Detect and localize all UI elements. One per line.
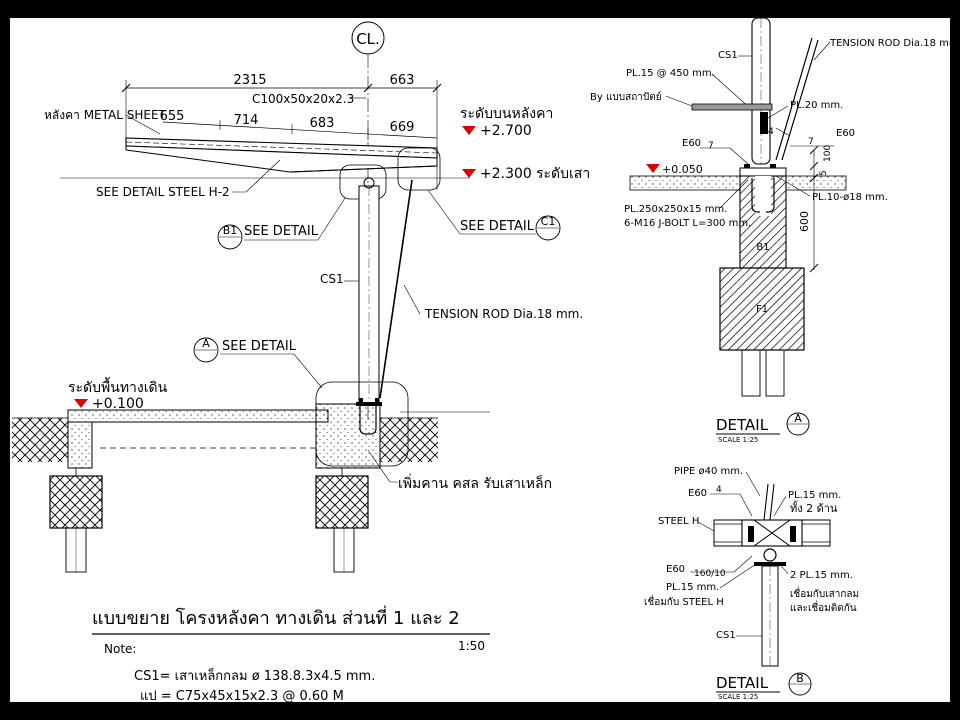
detail-b-weld-4: 4 bbox=[716, 485, 722, 495]
dim-663: 663 bbox=[390, 73, 415, 88]
detail-a-scale: SCALE 1:25 bbox=[718, 436, 758, 444]
detail-a-dim-5: 5 bbox=[819, 170, 829, 176]
detail-a-tag: A bbox=[202, 337, 210, 350]
detail-b-steel-h: STEEL H bbox=[658, 516, 699, 527]
column-level-value: +2.300 bbox=[480, 166, 532, 182]
cs1-label: CS1 bbox=[320, 272, 344, 286]
detail-a-j-bolt: 6-M16 J-BOLT L=300 mm. bbox=[624, 218, 751, 229]
detail-b-e60-bottom: E60 bbox=[666, 564, 685, 575]
detail-b-pipe: PIPE ø40 mm. bbox=[674, 466, 743, 477]
detail-c1-callout: SEE DETAIL C1 bbox=[427, 189, 561, 241]
roof-structure bbox=[60, 137, 470, 190]
detail-a-text: SEE DETAIL bbox=[222, 339, 297, 354]
detail-a-e60-left: E60 bbox=[682, 138, 701, 149]
slope-dimensions: 655 714 683 669 bbox=[160, 109, 438, 140]
detail-a-bubble bbox=[315, 381, 409, 467]
drawing-sheet: CL. 2315 663 C100x50x20x2.3 655 714 683 bbox=[10, 18, 950, 702]
level-triangle bbox=[74, 399, 88, 408]
detail-a-tension-rod: TENSION ROD Dia.18 mm. bbox=[829, 38, 950, 49]
column-cs1 bbox=[358, 177, 380, 405]
detail-b-weld-16010: 160/10 bbox=[694, 569, 726, 579]
centerline-label: CL. bbox=[356, 30, 380, 48]
note-cs1: CS1= เสาเหล็กกลม ø 138.8.3x4.5 mm. bbox=[134, 666, 375, 684]
detail-a: CS1 TENSION ROD Dia.18 mm. PL.15 @ 450 m… bbox=[590, 18, 950, 444]
roof-level-marker: ระดับบนหลังคา +2.700 bbox=[460, 106, 553, 139]
column-level-marker: +2.300 ระดับเสา bbox=[462, 166, 590, 182]
detail-a-weld-7b: 7 bbox=[808, 137, 814, 147]
walkway-level-label: ระดับพื้นทางเดิน bbox=[68, 377, 168, 396]
dim-669: 669 bbox=[390, 120, 415, 135]
detail-a-callout: A SEE DETAIL bbox=[193, 337, 323, 389]
structural-drawing: CL. 2315 663 C100x50x20x2.3 655 714 683 bbox=[12, 18, 950, 702]
detail-b-two-pl15: 2 PL.15 mm. bbox=[790, 570, 853, 581]
detail-b1-text: SEE DETAIL bbox=[244, 224, 319, 239]
detail-b1-tag: B1 bbox=[223, 224, 238, 237]
detail-b: PIPE ø40 mm. E60 4 PL.15 mm. ทั้ง 2 ด้าน… bbox=[644, 466, 859, 701]
steel-h-note: SEE DETAIL STEEL H-2 bbox=[96, 185, 230, 199]
detail-a-title: DETAIL bbox=[716, 416, 769, 434]
tension-rod-label: TENSION ROD Dia.18 mm. bbox=[424, 307, 583, 321]
detail-b-tag: B bbox=[796, 672, 804, 685]
detail-b-weld-round-1: เชื่อมกับเสากลม bbox=[790, 586, 859, 600]
purlin-label: C100x50x20x2.3 bbox=[252, 92, 354, 106]
detail-b-cs1: CS1 bbox=[716, 630, 736, 641]
level-triangle bbox=[462, 126, 476, 135]
detail-b-scale: SCALE 1:25 bbox=[718, 693, 758, 701]
main-section: CL. 2315 663 C100x50x20x2.3 655 714 683 bbox=[12, 21, 590, 702]
detail-a-f1: F1 bbox=[756, 304, 768, 315]
level-triangle bbox=[462, 169, 476, 178]
detail-a-cs1: CS1 bbox=[718, 50, 738, 61]
detail-c1-text: SEE DETAIL bbox=[460, 219, 535, 234]
detail-a-b1: B1 bbox=[756, 242, 769, 253]
detail-a-dim-600: 600 bbox=[798, 211, 811, 232]
foundation-section bbox=[12, 381, 490, 573]
detail-a-tag: A bbox=[794, 412, 802, 425]
column-level-label: ระดับเสา bbox=[536, 166, 590, 182]
walkway-level-value: +0.100 bbox=[92, 396, 144, 412]
note-label: Note: bbox=[104, 642, 136, 656]
detail-b-weld-round-2: และเชื่อมติดกัน bbox=[790, 600, 857, 614]
detail-b-pl15-bottom: PL.15 mm. bbox=[666, 582, 719, 593]
detail-a-level: +0.050 bbox=[662, 163, 703, 176]
tension-rod bbox=[379, 179, 413, 399]
new-beam-note: เพิ่มคาน คสล รับเสาเหล็ก bbox=[398, 474, 552, 492]
dim-714: 714 bbox=[234, 113, 259, 128]
detail-b-weld-to-h: เชื่อมกับ STEEL H bbox=[644, 594, 724, 608]
roof-level-label: ระดับบนหลังคา bbox=[460, 106, 553, 122]
main-title: แบบขยาย โครงหลังคา ทางเดิน ส่วนที่ 1 และ… bbox=[92, 605, 460, 629]
detail-c1-bubble bbox=[397, 147, 441, 191]
detail-b-both-sides: ทั้ง 2 ด้าน bbox=[790, 500, 838, 515]
detail-a-e60-right: E60 bbox=[836, 128, 855, 139]
detail-a-pl20: PL.20 mm. bbox=[790, 100, 843, 111]
detail-a-weld-4: 4 bbox=[768, 127, 774, 137]
detail-b-pl15-top: PL.15 mm. bbox=[788, 490, 841, 501]
main-scale: 1:50 bbox=[458, 639, 485, 653]
detail-a-by-arch: By แบบสถาปัตย์ bbox=[590, 91, 662, 103]
detail-c1-tag: C1 bbox=[541, 215, 556, 228]
level-triangle bbox=[646, 164, 660, 173]
note-purlin: แป = C75x45x15x2.3 @ 0.60 M bbox=[140, 689, 344, 702]
detail-b1-callout: B1 SEE DETAIL bbox=[217, 197, 346, 250]
detail-a-dim-100: 100 bbox=[823, 145, 833, 162]
roof-sheet-label: หลังคา METAL SHEET bbox=[44, 108, 167, 122]
roof-level-value: +2.700 bbox=[480, 123, 532, 139]
detail-b-e60-top: E60 bbox=[688, 488, 707, 499]
top-dimensions: 2315 663 bbox=[121, 73, 442, 150]
dim-2315: 2315 bbox=[233, 73, 266, 88]
dim-655: 655 bbox=[160, 109, 185, 124]
detail-a-pl15: PL.15 @ 450 mm. bbox=[626, 68, 715, 79]
detail-a-weld-7a: 7 bbox=[708, 141, 714, 151]
detail-a-pl10: PL.10-ø18 mm. bbox=[812, 192, 888, 203]
detail-a-base-plate: PL.250x250x15 mm. bbox=[624, 204, 727, 215]
dim-683: 683 bbox=[310, 116, 335, 131]
detail-b-title: DETAIL bbox=[716, 674, 769, 692]
